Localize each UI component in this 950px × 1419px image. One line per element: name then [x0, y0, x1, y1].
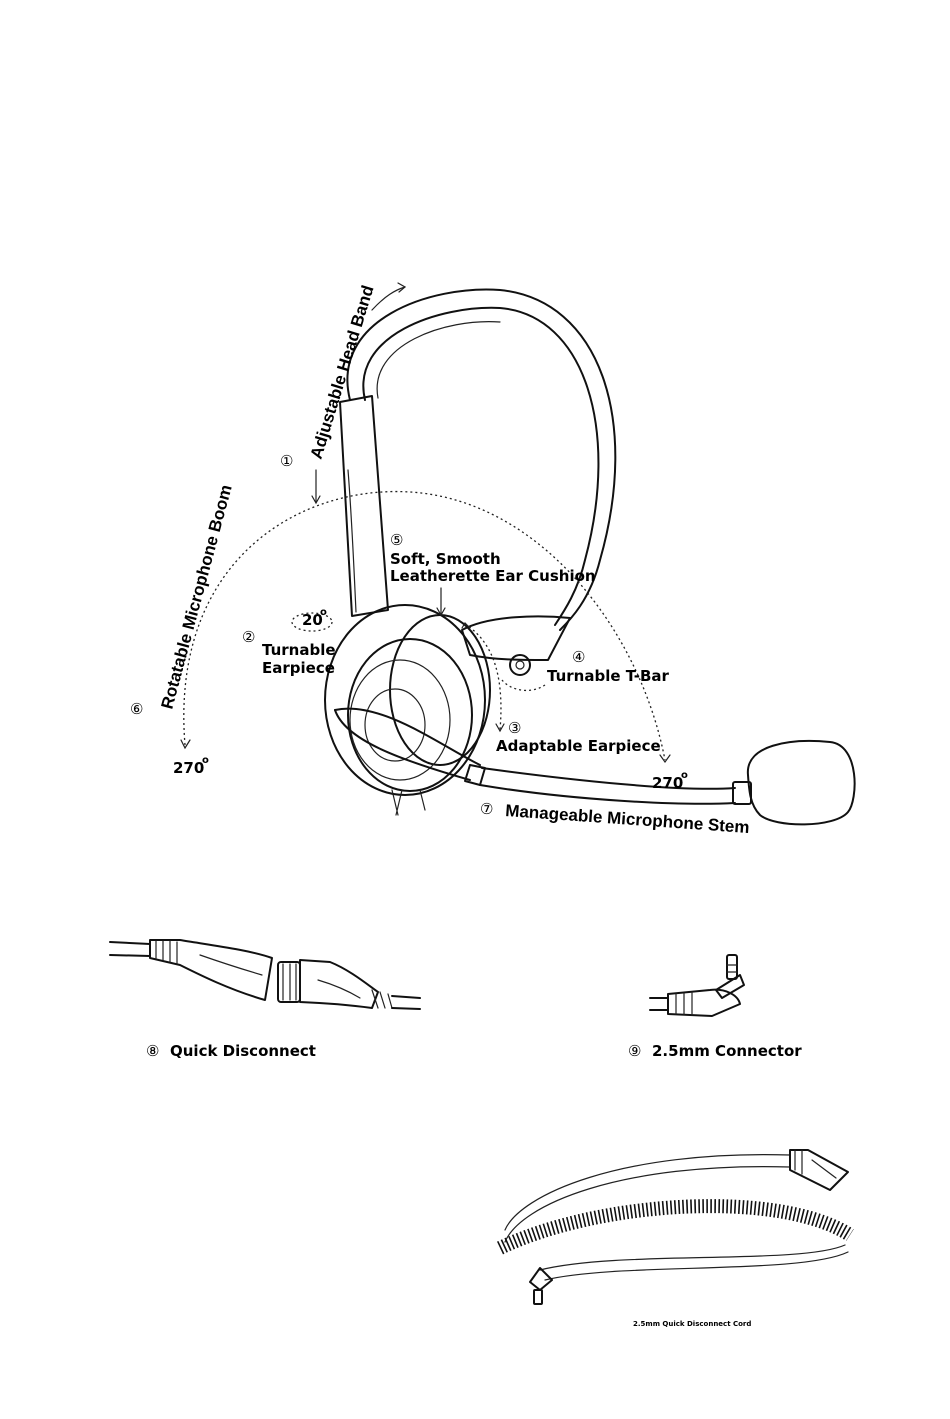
quick-number: ⑧ [146, 1042, 159, 1060]
angle-20-degree: o [320, 607, 327, 618]
earpiece-label-line1: Turnable [262, 641, 336, 659]
boom-number: ⑥ [130, 700, 143, 718]
connector-label: 2.5mm Connector [652, 1042, 802, 1060]
tbar-label: Turnable T-Bar [547, 667, 670, 685]
coiled-cord-illustration [500, 1150, 850, 1304]
tbar-number: ④ [572, 648, 585, 666]
stem-label: Manageable Microphone Stem [505, 801, 750, 837]
quick-disconnect-illustration [110, 940, 420, 1009]
connector-number: ⑨ [628, 1042, 641, 1060]
quick-label: Quick Disconnect [170, 1042, 316, 1060]
cord-label: 2.5mm Quick Disconnect Cord [633, 1320, 751, 1328]
cushion-label-line2: Leatherette Ear Cushion [390, 567, 596, 585]
stem-number: ⑦ [480, 800, 493, 818]
angle-270-right: 270 [652, 774, 683, 792]
angle-270-left: 270 [173, 759, 204, 777]
cushion-number: ⑤ [390, 531, 403, 549]
angle-270-right-degree: o [681, 770, 688, 781]
angle-270-left-degree: o [202, 755, 209, 766]
earpiece-label-line2: Earpiece [262, 659, 335, 677]
boom-label: Rotatable Microphone Boom [158, 483, 236, 711]
cushion-label-line1: Soft, Smooth [390, 550, 501, 568]
connector-plug-illustration [650, 955, 744, 1016]
adaptable-label: Adaptable Earpiece [496, 737, 661, 755]
band-number: ① [280, 452, 293, 470]
adaptable-number: ③ [508, 719, 521, 737]
earpiece-number: ② [242, 628, 255, 646]
